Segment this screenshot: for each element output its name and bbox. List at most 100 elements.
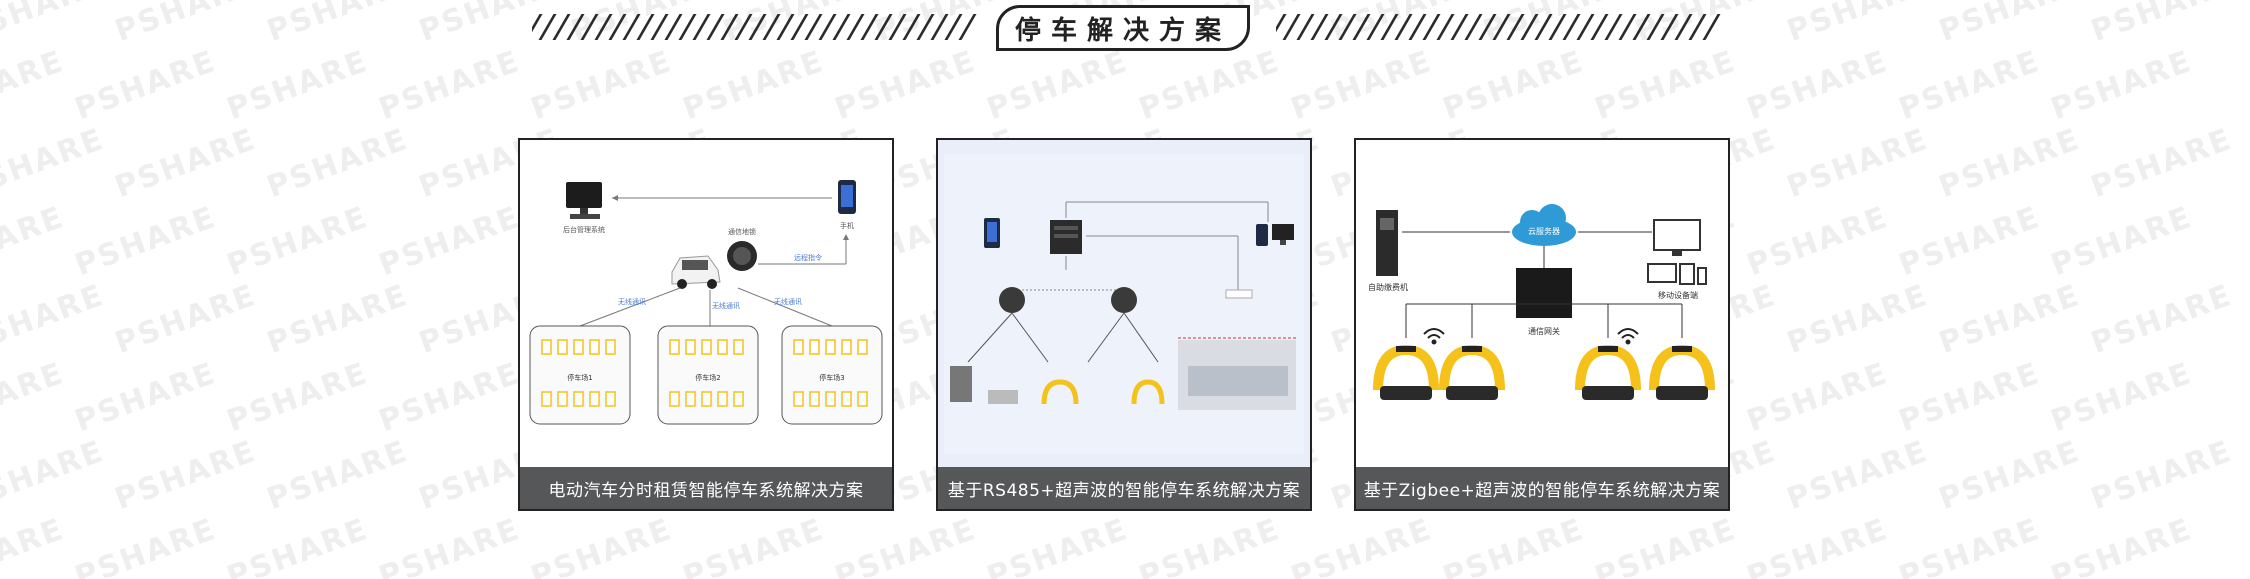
- switch-icon: [1225, 289, 1253, 299]
- watermark-text: PSHARE: [1134, 511, 1286, 579]
- watermark-text: PSHARE: [1782, 121, 1934, 206]
- label-lot3: 停车场3: [819, 373, 844, 382]
- label-kiosk: 自助缴费机: [1368, 282, 1408, 292]
- watermark-text: PSHARE: [70, 355, 222, 440]
- parking-space: [825, 339, 836, 355]
- parking-space: [701, 339, 712, 355]
- lock-icon: [1041, 379, 1079, 405]
- monitor-icon: [566, 182, 602, 219]
- lock-icon-2: [1131, 379, 1165, 405]
- label-link1: 无线通讯: [618, 297, 646, 306]
- watermark-text: PSHARE: [1438, 511, 1590, 579]
- parking-space: [809, 391, 820, 407]
- parking-space: [669, 339, 680, 355]
- parking-space: [541, 339, 552, 355]
- label-gateway: 通信网关: [1528, 326, 1560, 336]
- decorative-slashes-right: [1276, 14, 1724, 42]
- watermark-text: PSHARE: [0, 511, 70, 579]
- parking-lot-1: 停车场1: [529, 325, 631, 425]
- parking-space: [541, 391, 552, 407]
- zigbee-diagram: 自助缴费机 云服务器 移动设备端 通信网关: [1368, 204, 1715, 400]
- parking-space: [825, 391, 836, 407]
- node-icon: [999, 287, 1025, 313]
- parking-lock-icon-1: [1373, 344, 1439, 400]
- watermark-text: PSHARE: [1894, 511, 2046, 579]
- watermark-text: PSHARE: [0, 121, 110, 206]
- gateway-icon: [1516, 268, 1572, 318]
- section-header: 停车解决方案: [0, 0, 2250, 60]
- parking-lot-3: 停车场3: [781, 325, 883, 425]
- parking-space: [573, 339, 584, 355]
- watermark-text: PSHARE: [2046, 355, 2198, 440]
- watermark-text: PSHARE: [0, 355, 70, 440]
- parking-space: [685, 339, 696, 355]
- watermark-text: PSHARE: [1742, 355, 1894, 440]
- tablet-icon: [1679, 263, 1695, 285]
- sensor-icon: [988, 390, 1018, 404]
- watermark-text: PSHARE: [70, 511, 222, 579]
- watermark-text: PSHARE: [222, 199, 374, 284]
- parking-lot-2: 停车场2: [657, 325, 759, 425]
- watermark-text: PSHARE: [2086, 121, 2238, 206]
- label-link2: 无线通讯: [712, 301, 740, 310]
- phone-icon: [1697, 267, 1707, 285]
- cloud-icon: [1512, 204, 1576, 246]
- parking-space: [685, 391, 696, 407]
- label-lot1: 停车场1: [567, 373, 592, 382]
- watermark-text: PSHARE: [982, 511, 1134, 579]
- watermark-text: PSHARE: [2086, 433, 2238, 518]
- ev-rental-diagram: 后台管理系统 手机 通信地锁 远程指令 无线通讯 无线通讯: [529, 180, 883, 425]
- card-caption: 基于RS485+超声波的智能停车系统解决方案: [938, 467, 1310, 509]
- watermark-text: PSHARE: [374, 511, 526, 579]
- watermark-text: PSHARE: [0, 433, 110, 518]
- watermark-text: PSHARE: [374, 355, 526, 440]
- parking-space: [841, 339, 852, 355]
- watermark-text: PSHARE: [2086, 277, 2238, 362]
- watermark-text: PSHARE: [1742, 511, 1894, 579]
- watermark-text: PSHARE: [1894, 355, 2046, 440]
- label-cloud: 云服务器: [1528, 226, 1560, 236]
- label-link3: 无线通讯: [774, 297, 802, 306]
- watermark-text: PSHARE: [110, 277, 262, 362]
- label-lot2: 停车场2: [695, 373, 720, 382]
- wifi-icon: [1423, 328, 1445, 345]
- parking-space: [857, 391, 868, 407]
- parking-space: [733, 339, 744, 355]
- watermark-text: PSHARE: [830, 511, 982, 579]
- watermark-text: PSHARE: [110, 121, 262, 206]
- label-pc: 后台管理系统: [563, 225, 605, 234]
- solution-card-rs485[interactable]: 基于RS485+超声波的智能停车系统解决方案: [936, 138, 1312, 511]
- parking-lock-icon-4: [1649, 344, 1715, 400]
- label-phone: 手机: [840, 221, 854, 230]
- watermark-text: PSHARE: [70, 199, 222, 284]
- watermark-text: PSHARE: [110, 433, 262, 518]
- parking-space: [841, 391, 852, 407]
- parking-space: [589, 391, 600, 407]
- solution-card-zigbee[interactable]: 自助缴费机 云服务器 移动设备端 通信网关: [1354, 138, 1730, 511]
- card-caption: 基于Zigbee+超声波的智能停车系统解决方案: [1356, 467, 1728, 509]
- watermark-text: PSHARE: [222, 511, 374, 579]
- parking-space: [717, 391, 728, 407]
- monitor-icon: [1272, 224, 1294, 245]
- monitor-icon: [1653, 219, 1701, 256]
- watermark-text: PSHARE: [1286, 511, 1438, 579]
- parking-space: [717, 339, 728, 355]
- wifi-icon-2: [1617, 328, 1639, 345]
- parking-space: [793, 339, 804, 355]
- parking-space: [605, 339, 616, 355]
- phone-icon: [838, 180, 856, 214]
- phone-icon-2: [1256, 224, 1268, 246]
- car-icon: [671, 255, 721, 289]
- parking-space: [573, 391, 584, 407]
- solution-card-ev-rental[interactable]: 后台管理系统 手机 通信地锁 远程指令 无线通讯 无线通讯: [518, 138, 894, 511]
- watermark-text: PSHARE: [262, 121, 414, 206]
- kiosk-icon: [1376, 210, 1398, 276]
- watermark-text: PSHARE: [1934, 121, 2086, 206]
- label-remote: 远程指令: [794, 253, 822, 262]
- watermark-text: PSHARE: [374, 199, 526, 284]
- parking-space: [701, 391, 712, 407]
- watermark-text: PSHARE: [262, 277, 414, 362]
- watermark-text: PSHARE: [1934, 277, 2086, 362]
- watermark-text: PSHARE: [0, 199, 70, 284]
- parking-space: [793, 391, 804, 407]
